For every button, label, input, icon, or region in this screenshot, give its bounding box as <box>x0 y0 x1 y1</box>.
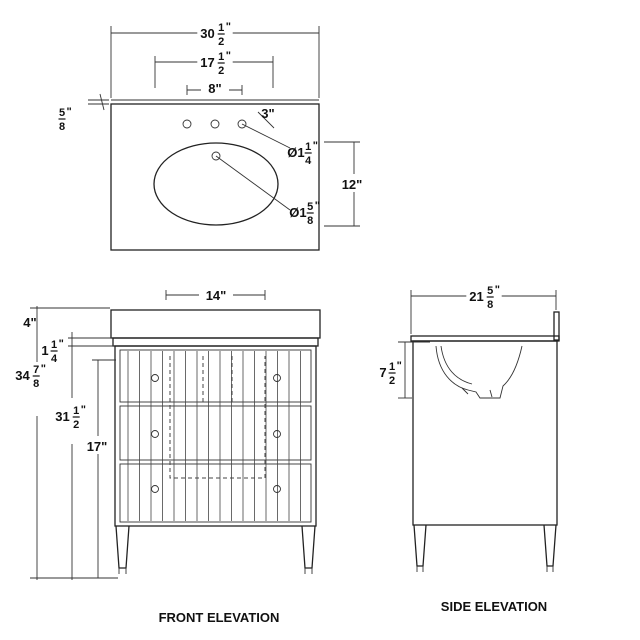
dim-numerator: 1 <box>73 405 79 417</box>
front-elevation-title: FRONT ELEVATION <box>159 610 280 625</box>
front-leg-left <box>115 525 130 569</box>
dim-unit: " <box>41 363 46 375</box>
dim-unit: " <box>81 404 86 416</box>
dim-denominator: 2 <box>389 375 395 387</box>
side-elevation-title: SIDE ELEVATION <box>441 599 547 614</box>
dim-numerator: 1 <box>305 141 311 153</box>
dim-unit: " <box>59 338 64 350</box>
dim-denominator: 2 <box>218 65 224 77</box>
dim-numerator: 1 <box>389 361 395 373</box>
dim-whole: 1 <box>41 343 48 358</box>
front-countertop <box>110 309 321 339</box>
dim-unit: " <box>226 50 231 62</box>
dim-numerator: 5 <box>307 201 313 213</box>
front-leg-right <box>301 525 316 569</box>
dim-whole: 30 <box>200 26 214 41</box>
dim-denominator: 4 <box>305 155 312 167</box>
dim-cabinet-height-label: 31 1 2" <box>55 404 86 431</box>
front-cabinet-body <box>114 345 317 527</box>
dim-numerator: 5 <box>59 107 65 119</box>
dim-denominator: 2 <box>73 419 79 431</box>
front-fluting <box>127 351 301 521</box>
dim-plan-depth-label: 12" <box>342 177 363 192</box>
side-basin-profile <box>435 345 523 399</box>
dim-denominator: 2 <box>218 36 224 48</box>
dim-faucet-spread-label: 17 1 2" <box>197 47 233 77</box>
dim-unit: " <box>226 21 231 33</box>
dim-denominator: 8 <box>33 378 39 390</box>
leader-hole-diameter <box>241 123 291 149</box>
dim-whole: 7 <box>379 365 386 380</box>
dim-whole: 31 <box>55 409 69 424</box>
side-countertop <box>410 335 560 342</box>
dim-whole: 21 <box>469 289 483 304</box>
knob-bottom-right <box>273 485 281 493</box>
knob-bottom-left <box>151 485 159 493</box>
faucet-hole-center <box>210 119 220 129</box>
dim-denominator: 8 <box>59 121 65 133</box>
dim-numerator: 5 <box>487 285 493 297</box>
side-leg-front <box>413 524 427 567</box>
dim-unit: " <box>313 140 318 152</box>
leader-drain-diameter <box>215 155 291 211</box>
side-leg-back <box>543 524 557 567</box>
dim-hole-offset-label: 3" <box>261 106 274 121</box>
knob-mid-left <box>151 430 159 438</box>
dim-whole: 34 <box>15 368 30 383</box>
dim-unit: " <box>397 360 402 372</box>
dim-unit: " <box>495 284 500 296</box>
dim-side-depth-label: 21 5 8" <box>466 281 502 311</box>
dim-numerator: 1 <box>218 22 224 34</box>
dim-top-thickness-label: 5 8" <box>58 106 72 133</box>
dim-numerator: 1 <box>51 339 57 351</box>
dim-numerator: 7 <box>33 364 39 376</box>
dim-plan-width-label: 30 1 2" <box>197 18 233 48</box>
front-counter-band <box>112 337 319 347</box>
dim-basin-width-label: 14" <box>206 288 227 303</box>
dim-numerator: 1 <box>218 51 224 63</box>
dim-denominator: 8 <box>307 215 313 227</box>
side-cabinet-body <box>412 340 558 526</box>
faucet-hole-left <box>182 119 192 129</box>
dim-denominator: 8 <box>487 299 493 311</box>
faucet-hole-right <box>237 119 247 129</box>
dim-hole-spacing-label: 8" <box>208 81 221 96</box>
front-hidden-basin <box>169 356 266 479</box>
dim-whole: Ø1 <box>289 205 306 220</box>
knob-top-left <box>151 374 159 382</box>
dim-unit: " <box>67 106 72 118</box>
knob-top-right <box>273 374 281 382</box>
dim-unit: " <box>315 200 320 212</box>
dim-denominator: 4 <box>51 353 58 365</box>
dim-drawer-height-label: 17" <box>87 439 108 454</box>
knob-mid-right <box>273 430 281 438</box>
basin-outline <box>153 142 279 226</box>
dim-top-height-label: 4" <box>23 315 36 330</box>
drain-hole <box>211 151 221 161</box>
side-backsplash <box>553 311 560 341</box>
dim-whole: Ø1 <box>287 145 304 160</box>
countertop-plan <box>110 103 320 251</box>
dim-whole: 17 <box>200 55 214 70</box>
